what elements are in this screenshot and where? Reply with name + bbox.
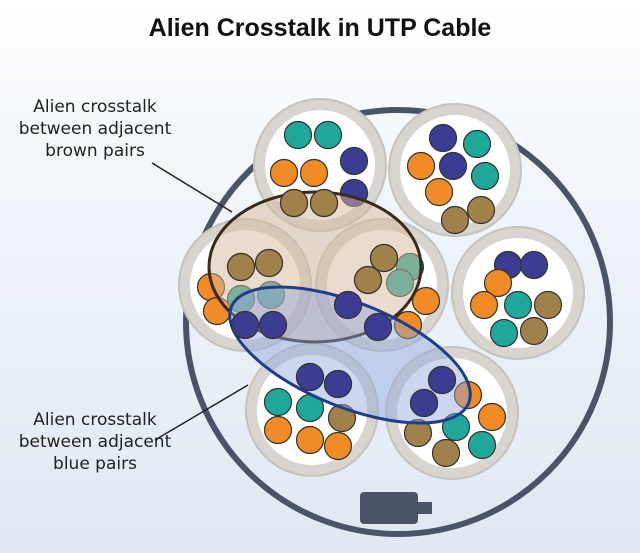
orange-wire	[295, 425, 325, 455]
cable-connector-stub	[418, 502, 432, 514]
navy-wire	[519, 250, 549, 280]
teal-wire	[467, 430, 497, 460]
blue-label-line-2: between adjacent	[18, 432, 172, 452]
outer-cable-sheath	[183, 107, 613, 537]
orange-wire	[411, 286, 441, 316]
brown-wire-highlighted	[369, 243, 399, 273]
brown-leader-line	[151, 162, 233, 213]
navy-wire-highlighted	[323, 369, 353, 399]
navy-wire-highlighted	[363, 312, 393, 342]
orange-wire	[477, 402, 507, 432]
navy-wire-highlighted	[427, 365, 457, 395]
orange-wire	[323, 431, 353, 461]
brown-label-line-2: between adjacent	[18, 119, 172, 139]
orange-wire	[469, 290, 499, 320]
blue-crosstalk-label: Alien crosstalk between adjacent blue pa…	[6, 409, 184, 475]
teal-wire	[313, 120, 343, 150]
brown-crosstalk-zone	[207, 190, 423, 344]
brown-wire	[403, 418, 433, 448]
navy-wire-highlighted	[295, 362, 325, 392]
teal-wire	[462, 129, 492, 159]
teal-wire	[489, 318, 519, 348]
brown-label-line-3: brown pairs	[45, 141, 145, 161]
blue-label-line-3: blue pairs	[53, 454, 137, 474]
brown-wire	[466, 195, 496, 225]
orange-wire	[269, 158, 299, 188]
orange-wire	[424, 177, 454, 207]
blue-label-line-1: Alien crosstalk	[33, 410, 157, 430]
teal-wire	[283, 120, 313, 150]
diagram-title: Alien Crosstalk in UTP Cable	[148, 14, 492, 42]
brown-label-line-1: Alien crosstalk	[33, 97, 157, 117]
orange-wire	[299, 158, 329, 188]
cable-5	[451, 226, 585, 360]
orange-wire	[406, 151, 436, 181]
brown-wire-highlighted	[309, 188, 339, 218]
navy-wire-highlighted	[333, 290, 363, 320]
orange-wire	[483, 268, 513, 298]
brown-crosstalk-label: Alien crosstalk between adjacent brown p…	[6, 96, 184, 162]
cable-connector-tab	[360, 492, 418, 524]
navy-wire	[428, 123, 458, 153]
navy-wire-highlighted	[230, 310, 260, 340]
teal-wire	[263, 387, 293, 417]
brown-wire-highlighted	[254, 248, 284, 278]
navy-wire	[438, 151, 468, 181]
navy-wire-highlighted	[409, 388, 439, 418]
cable-2	[388, 103, 522, 237]
brown-wire-highlighted	[226, 252, 256, 282]
navy-wire-highlighted	[258, 310, 288, 340]
navy-wire	[339, 146, 369, 176]
orange-wire	[263, 415, 293, 445]
blue-leader-line	[154, 384, 249, 441]
teal-wire	[503, 290, 533, 320]
overlay-wires	[226, 188, 457, 418]
brown-wire-highlighted	[279, 188, 309, 218]
brown-wire	[440, 205, 470, 235]
blue-crosstalk-zone	[228, 285, 472, 425]
teal-wire	[470, 161, 500, 191]
brown-wire	[533, 290, 563, 320]
brown-wire	[519, 316, 549, 346]
brown-wire	[431, 438, 461, 468]
brown-wire-highlighted	[353, 265, 383, 295]
